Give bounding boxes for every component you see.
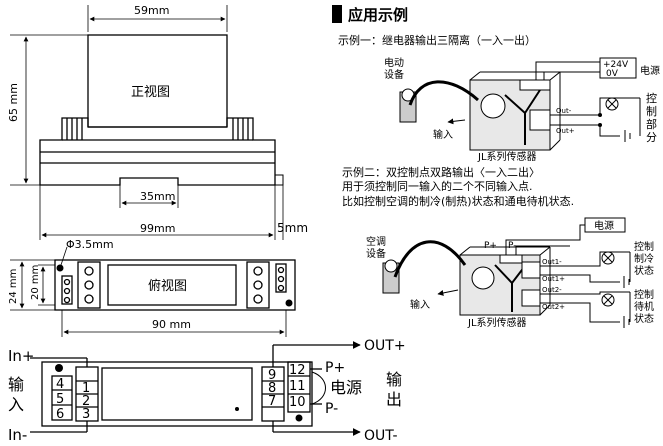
ex2-out2-minus: Out2- [542,286,562,294]
ex1-power-zero: 0V [606,69,619,79]
example-2-title: 示例二：双控制点双路输出〈一入二出〉 [342,165,540,179]
front-view [10,5,284,240]
ex2-sensor-label: JL系列传感器 [467,316,527,329]
example-2-desc-1: 用于须控制同一输入的二个不同输入点. [342,179,533,193]
ex2-ctrl1-label-2: 制冷 [634,252,654,265]
ex1-power-label: 电源 [640,64,660,77]
ex1-device-label-1: 电动 [384,56,404,69]
ex1-out-plus: Out+ [556,127,575,135]
ex2-ctrl1-label-1: 控制 [634,240,654,253]
ex2-device-label-2: 设备 [366,247,386,260]
example-1-diagram [399,57,641,151]
dim-side-inner: 20 mm [30,265,41,300]
front-view-label: 正视图 [131,85,170,100]
example-1-title: 示例一：继电器输出三隔离（一入一出） [338,33,536,47]
dim-rail-offset: 5mm [277,221,308,235]
ex1-node-1 [598,113,602,117]
ex2-p-minus: P- [508,241,516,251]
terminal-9: 9 [268,368,276,383]
output-label-1: 输 [386,370,402,389]
wiring-dot-left [55,364,63,372]
ex1-ctrl-3: 部 [646,117,657,131]
terminal-11: 11 [289,379,306,394]
ex1-device-label-2: 设备 [384,68,404,81]
ex2-ctrl1-label-3: 状态 [634,264,654,277]
dim-top-width: 59mm [134,4,169,17]
ex1-ctrl-4: 分 [646,131,657,144]
mount-hole-left [56,264,64,272]
ex2-out2-plus: Out2+ [542,303,565,311]
p-minus-label: P- [325,401,338,417]
terminal-12: 12 [289,363,306,378]
input-label-2: 入 [8,395,24,414]
top-view [10,246,296,337]
example-2-desc-2: 比如控制空调的制冷(制热)状态和通电待机状态. [342,194,574,208]
dim-plan-length: 90 mm [152,318,191,331]
dim-base-inner: 35mm [140,190,175,203]
p-plus-label: P+ [325,360,345,376]
in-plus-label: In+ [8,347,35,365]
ex2-device-label-1: 空调 [366,235,386,248]
ex1-ctrl-2: 制 [646,105,657,118]
dim-base-total: 99mm [140,222,175,235]
wiring-dot-corner [295,414,303,422]
out-minus-label: OUT- [364,428,398,444]
example-2-diagram [382,217,631,328]
ex2-p-plus: P+ [484,241,497,251]
input-label-1: 输 [8,375,24,394]
power-label: 电源 [330,378,362,397]
heading-marker [332,5,342,23]
wiring-view [30,341,361,436]
terminal-10: 10 [289,395,306,410]
ex2-ctrl2-label-2: 待机 [634,300,654,313]
ex2-input-label: 输入 [410,298,430,311]
dim-hole: Φ3.5mm [66,238,114,251]
out-plus-label: OUT+ [364,338,406,354]
terminal-8: 8 [268,381,276,396]
ex2-out1-minus: Out1- [542,258,562,266]
terminal-3: 3 [82,407,90,422]
terminal-2: 2 [82,394,90,409]
ex1-input-label: 输入 [433,128,453,141]
in-minus-label: In- [8,426,27,444]
terminal-1: 1 [82,381,90,396]
ex1-node-2 [598,123,602,127]
ex2-out1-plus: Out1+ [542,275,565,283]
ex2-power-label: 电源 [594,219,614,232]
terminal-4: 4 [56,377,64,392]
ex2-ctrl2-label-1: 控制 [634,288,654,301]
terminal-6: 6 [56,407,64,422]
dim-height: 65 mm [7,83,20,122]
terminal-7: 7 [268,394,276,409]
ex1-sensor-label: JL系列传感器 [477,150,537,163]
ex1-ctrl-1: 控 [646,91,657,105]
ex2-ctrl2-label-3: 状态 [634,312,654,325]
mount-hole-right [285,299,293,307]
output-label-2: 出 [386,390,402,409]
dim-side-outer: 24 mm [8,269,19,304]
top-view-label: 俯视图 [148,278,187,294]
ex1-out-minus: Out- [556,107,572,115]
application-heading: 应用示例 [348,6,408,24]
terminal-5: 5 [56,392,64,407]
ex1-power-voltage: +24V [603,60,629,70]
wiring-dot-right [235,407,239,411]
